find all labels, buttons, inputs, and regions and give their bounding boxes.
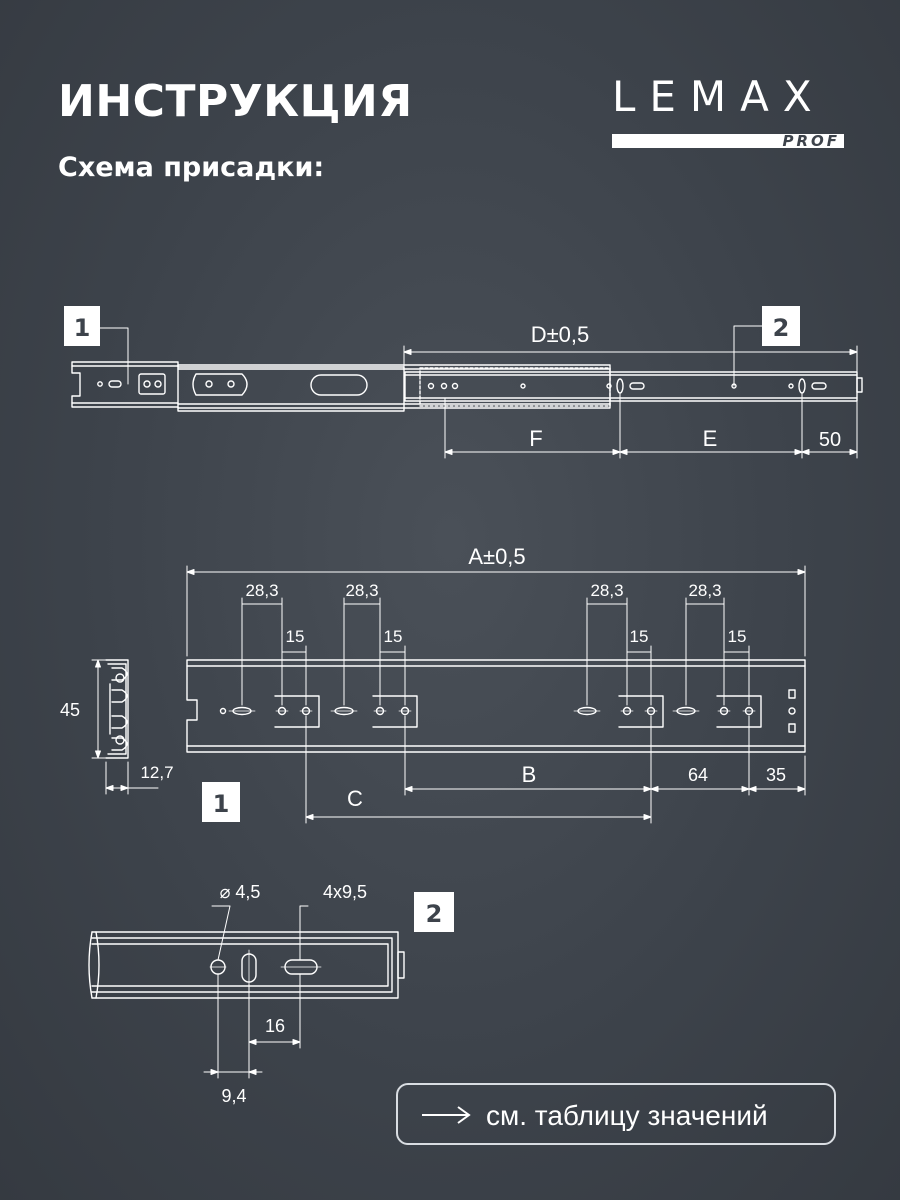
cross-section (105, 659, 129, 759)
dim-d-label: D±0,5 (531, 322, 590, 347)
side-view-rail (186, 659, 806, 753)
dim-lines-15 (281, 645, 750, 706)
dim-28-3-label-1: 28,3 (245, 581, 278, 600)
dim-16-label: 16 (265, 1016, 285, 1036)
dim-28-3-label-3: 28,3 (590, 581, 623, 600)
dim-45-label: 45 (60, 700, 80, 720)
dim-28-3-label-4: 28,3 (688, 581, 721, 600)
badge-1-side-label: 1 (213, 790, 230, 818)
dim-line-c (305, 715, 652, 824)
detail-rail (88, 931, 405, 999)
top-view-rail (71, 361, 863, 412)
badge-2-top-label: 2 (773, 314, 790, 342)
badge-2-detail-label: 2 (426, 900, 443, 928)
dim-f-label: F (529, 426, 542, 451)
dim-15-label-1: 15 (286, 627, 305, 646)
badge-1-top: 1 (64, 306, 100, 346)
dim-line-45 (91, 659, 107, 759)
dim-50-label: 50 (819, 429, 841, 451)
dim-9-4-label: 9,4 (221, 1086, 246, 1106)
dim-line-a (186, 565, 806, 657)
logo-bar (612, 134, 844, 148)
dim-line-b (404, 715, 806, 824)
dim-c-label: C (347, 786, 363, 811)
note-text: см. таблицу значений (486, 1100, 768, 1131)
badge-1-top-label: 1 (74, 314, 91, 342)
page-subtitle: Схема присадки: (58, 152, 325, 183)
logo-wordmark: LEMAX (612, 72, 826, 121)
dim-hole-label: ⌀ 4,5 (220, 882, 261, 902)
badge-1-side: 1 (202, 782, 240, 822)
badge-2-detail: 2 (414, 892, 454, 932)
dim-b-label: B (522, 762, 537, 787)
dim-line-fe (444, 393, 858, 459)
page-title: ИНСТРУКЦИЯ (58, 76, 413, 127)
dim-line-12-7 (105, 761, 159, 795)
dim-line-d (403, 345, 858, 373)
dim-64-label: 64 (688, 765, 708, 785)
dim-35-label: 35 (766, 765, 786, 785)
dim-15-label-4: 15 (728, 627, 747, 646)
arrow-right-icon (422, 1106, 471, 1124)
dim-15-label-2: 15 (384, 627, 403, 646)
badge-2-top: 2 (762, 306, 800, 346)
dim-12-7-label: 12,7 (140, 763, 173, 782)
detail-dim-lines (203, 905, 309, 1079)
dim-a-label: A±0,5 (468, 544, 525, 569)
dim-e-label: E (703, 426, 718, 451)
dim-slot-label: 4x9,5 (323, 882, 367, 902)
dim-15-label-3: 15 (630, 627, 649, 646)
dim-28-3-label-2: 28,3 (345, 581, 378, 600)
values-table-note: см. таблицу значений (396, 1083, 836, 1145)
brand-logo: LEMAX PROF (612, 76, 844, 152)
dim-lines-28-3 (241, 597, 725, 706)
logo-subword: PROF (782, 132, 840, 150)
